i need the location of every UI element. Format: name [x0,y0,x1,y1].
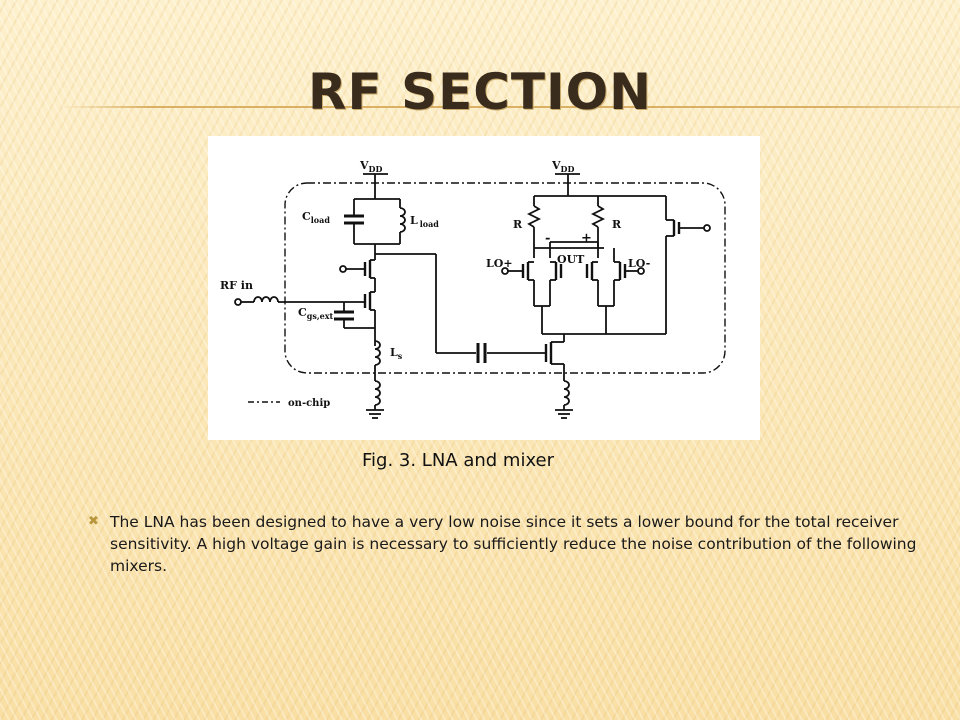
rf-in-label: RF in [220,279,253,292]
figure-caption: Fig. 3. LNA and mixer [362,450,555,471]
on-chip-boundary [284,182,726,374]
bullet-x-icon: ✖ [88,514,99,529]
lo-minus-label: LO- [628,257,650,270]
out-label: OUT [557,253,585,266]
minus-label: - [545,231,550,246]
lo-plus-label: LO+ [486,257,513,270]
vdd-left-label: VDD [359,159,382,174]
cgs-ext-label: Cgs,ext [298,306,334,321]
title-underline [60,106,960,108]
ls-label: Ls [390,346,403,361]
r-right-label: R [612,218,622,231]
bullet-item: ✖ The LNA has been designed to have a ve… [88,511,938,577]
bullet-text: The LNA has been designed to have a very… [110,513,917,575]
cload-label: Cload [302,210,330,225]
slide-title: RF SECTION [308,63,652,121]
plus-label: + [581,231,592,246]
vdd-right-label: VDD [551,159,574,174]
on-chip-legend: on-chip [288,398,330,409]
r-left-label: R [513,218,523,231]
